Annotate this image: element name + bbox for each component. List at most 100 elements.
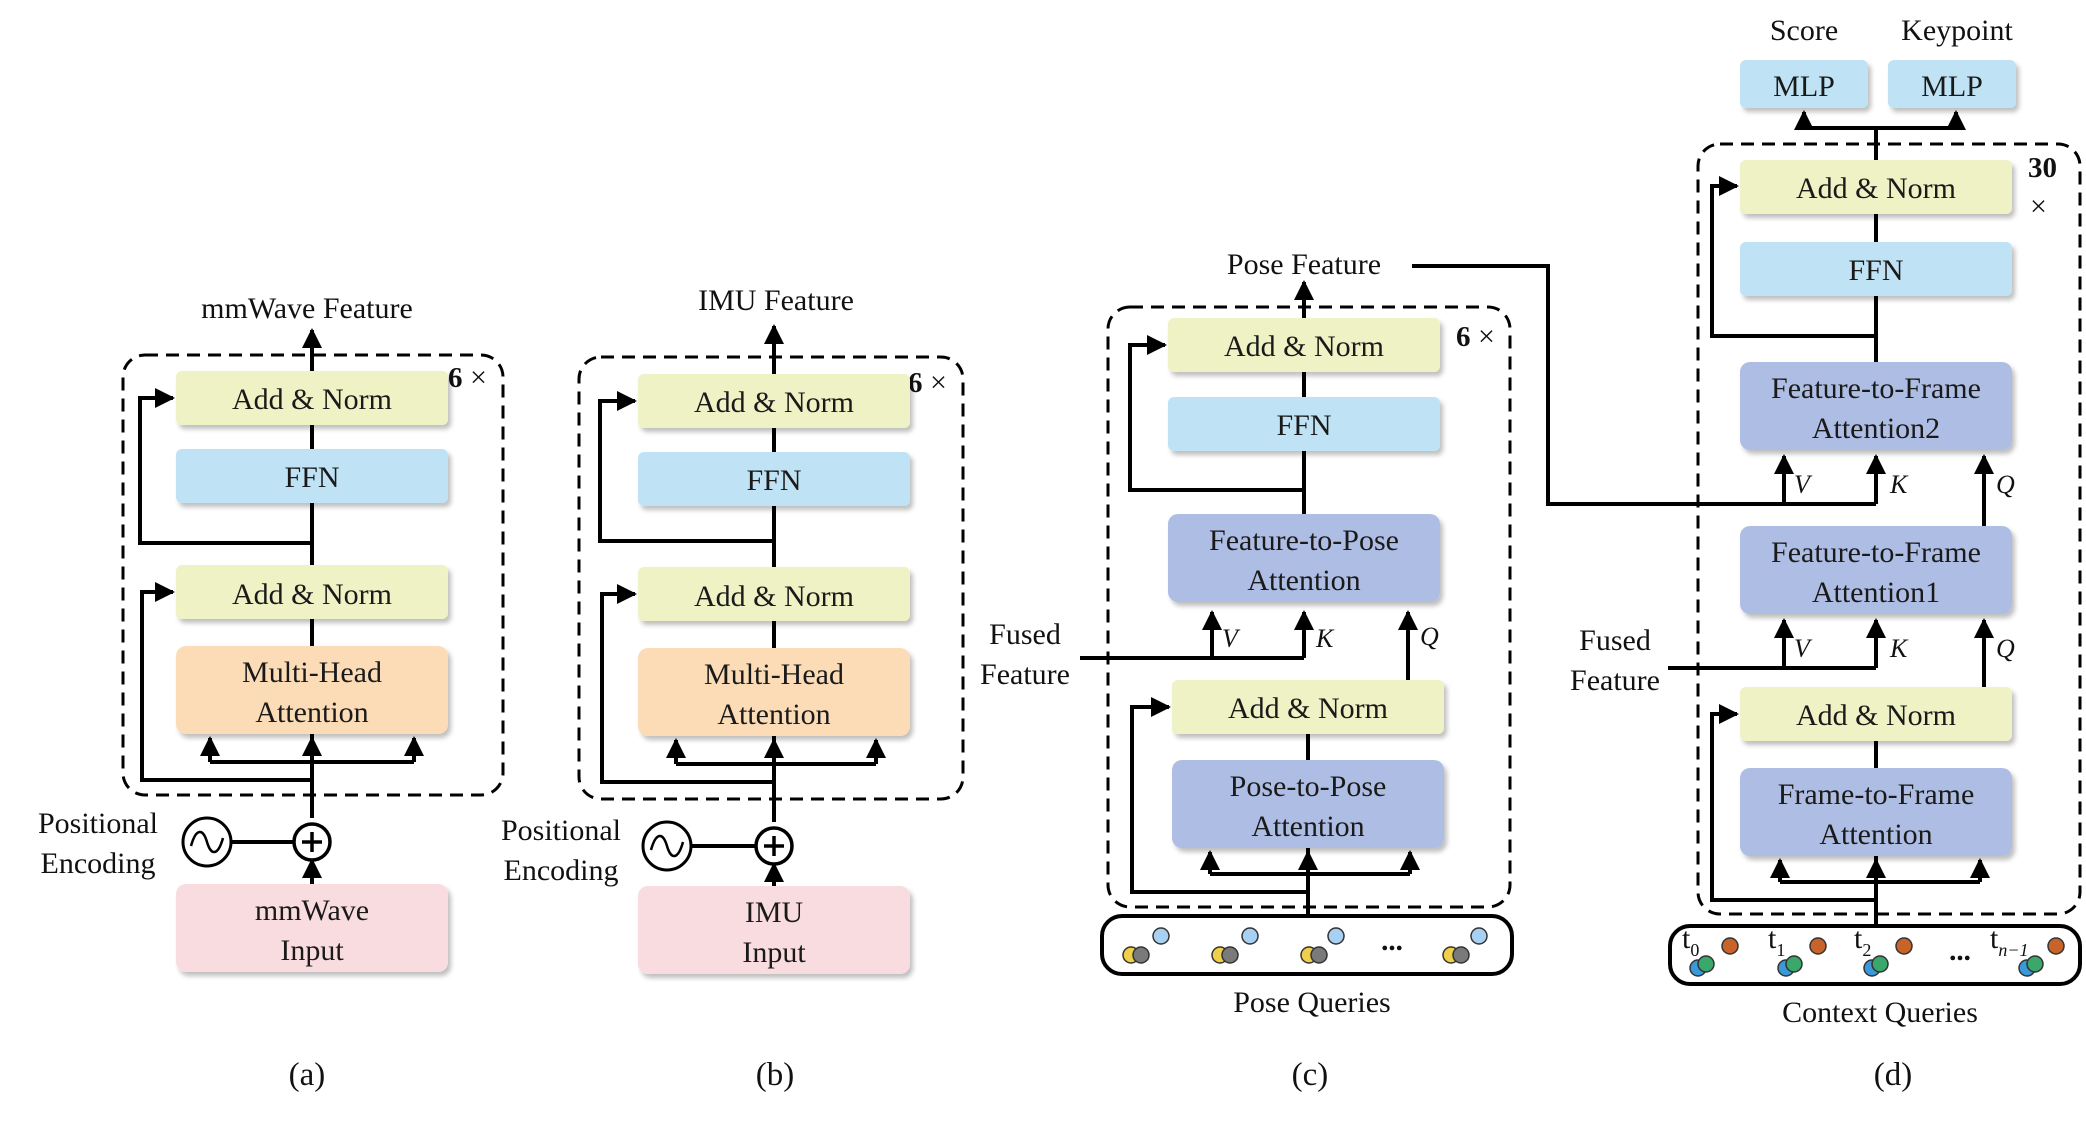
mlp-score-box: [1740, 60, 1868, 108]
add-norm-bottom-box: [1172, 680, 1444, 734]
input-box: [176, 884, 448, 972]
repeat-count: 6: [448, 362, 463, 394]
keypoint-label: Keypoint: [1901, 14, 2013, 47]
pe-label-2: Encoding: [41, 847, 156, 880]
mha-label-1: Multi-Head: [242, 656, 382, 689]
k2-label: K: [1889, 470, 1909, 499]
t0-label: t0: [1682, 922, 1699, 960]
add-norm-bottom-box: [1740, 687, 2012, 741]
p2p-label-2: Attention: [1251, 810, 1364, 843]
ffn-label: FFN: [1848, 254, 1903, 287]
add-norm-bottom-label: Add & Norm: [1796, 699, 1956, 732]
mlp-keypoint-box: [1888, 60, 2016, 108]
add-norm-top-label: Add & Norm: [694, 386, 854, 419]
ellipsis: ...: [1381, 925, 1403, 957]
mlp-score-label: MLP: [1773, 70, 1835, 103]
add-norm-top-label: Add & Norm: [1796, 172, 1956, 205]
fr2fr-label-1: Frame-to-Frame: [1778, 778, 1975, 811]
add-norm-bottom-box: [638, 567, 910, 621]
panel-a: 6 × Add & Norm FFN Add & Norm Multi-Head…: [38, 292, 505, 1093]
ffn-box: [638, 452, 910, 506]
ffn-box: [1740, 242, 2012, 296]
mha-box: [176, 646, 448, 734]
panel-d: Score Keypoint MLP MLP 30 × Add & Norm F…: [1570, 14, 2082, 1093]
v1-label: V: [1794, 634, 1813, 663]
add-norm-top-label: Add & Norm: [232, 383, 392, 416]
fused-label-2: Feature: [1570, 664, 1660, 697]
mlp-keypoint-label: MLP: [1921, 70, 1983, 103]
fused-label-2: Feature: [980, 658, 1070, 691]
f2p-label-1: Feature-to-Pose: [1209, 524, 1399, 557]
caption: (c): [1292, 1057, 1329, 1093]
repeat-count: 30: [2028, 152, 2057, 184]
repeat-frame: [1696, 142, 2082, 916]
pe-label-1: Positional: [501, 814, 621, 847]
repeat-count: 6: [908, 367, 923, 399]
mha-box: [638, 648, 910, 736]
q-label: Q: [1420, 622, 1439, 651]
f2p-box: [1168, 514, 1440, 602]
pose-query-dots: [1122, 927, 1488, 964]
times-symbol: ×: [2030, 190, 2047, 223]
f2f2-box: [1740, 362, 2012, 450]
ffn-label: FFN: [284, 461, 339, 494]
sine-wave: [189, 830, 225, 854]
fused-label-1: Fused: [1579, 624, 1651, 657]
ffn-box: [1168, 397, 1440, 451]
ffn-label: FFN: [1276, 409, 1331, 442]
f2f2-label-1: Feature-to-Frame: [1771, 372, 1981, 405]
fused-label-1: Fused: [989, 618, 1061, 651]
repeat-frame: [577, 355, 965, 801]
q1-label: Q: [1996, 634, 2015, 663]
times-symbol: ×: [930, 366, 947, 399]
input-label-1: IMU: [745, 896, 804, 929]
repeat-count: 6: [1456, 321, 1471, 353]
pe-label-1: Positional: [38, 807, 158, 840]
times-symbol: ×: [1478, 320, 1495, 353]
f2f1-label-1: Feature-to-Frame: [1771, 536, 1981, 569]
mha-label-2: Attention: [717, 698, 830, 731]
score-label: Score: [1770, 14, 1838, 47]
add-norm-top-label: Add & Norm: [1224, 330, 1384, 363]
fr2fr-label-2: Attention: [1819, 818, 1932, 851]
connectors: [598, 324, 886, 886]
ffn-label: FFN: [746, 464, 801, 497]
connectors: [1668, 110, 1994, 925]
add-norm-top-box: [1168, 318, 1440, 372]
output-label: mmWave Feature: [201, 292, 413, 325]
sine-wave: [649, 834, 685, 858]
tn-label: tn−1: [1990, 922, 2029, 960]
mha-label-1: Multi-Head: [704, 658, 844, 691]
times-symbol: ×: [470, 361, 487, 394]
connectors: [1080, 264, 1794, 915]
time-labels: t0 t1 t2 tn−1: [1682, 922, 2029, 960]
plus-sign: [302, 832, 322, 852]
add-norm-top-box: [1740, 160, 2012, 214]
add-norm-top-box: [638, 374, 910, 428]
fr2fr-box: [1740, 768, 2012, 856]
add-norm-top-box: [176, 371, 448, 425]
add-norm-bottom-box: [176, 565, 448, 619]
v2-label: V: [1794, 470, 1813, 499]
pose-queries-box: [1100, 914, 1514, 976]
k-label: K: [1315, 624, 1335, 653]
f2f1-box: [1740, 526, 2012, 614]
input-label-2: Input: [280, 934, 344, 967]
ellipsis: ...: [1949, 935, 1971, 967]
f2f2-label-2: Attention2: [1812, 412, 1940, 445]
p2p-box: [1172, 760, 1444, 848]
context-query-dots: [1689, 937, 2065, 977]
input-label-2: Input: [742, 936, 806, 969]
panel-b: 6 × Add & Norm FFN Add & Norm Multi-Head…: [501, 284, 965, 1093]
pe-label-2: Encoding: [504, 854, 619, 887]
ffn-box: [176, 449, 448, 503]
context-queries-box: [1668, 924, 2082, 986]
v-label: V: [1222, 624, 1241, 653]
caption: (b): [756, 1057, 794, 1093]
p2p-label-1: Pose-to-Pose: [1230, 770, 1387, 803]
add-norm-bottom-label: Add & Norm: [694, 580, 854, 613]
f2f1-label-2: Attention1: [1812, 576, 1940, 609]
input-box: [638, 886, 910, 974]
input-label-1: mmWave: [255, 894, 369, 927]
queries-label: Context Queries: [1782, 996, 1978, 1029]
